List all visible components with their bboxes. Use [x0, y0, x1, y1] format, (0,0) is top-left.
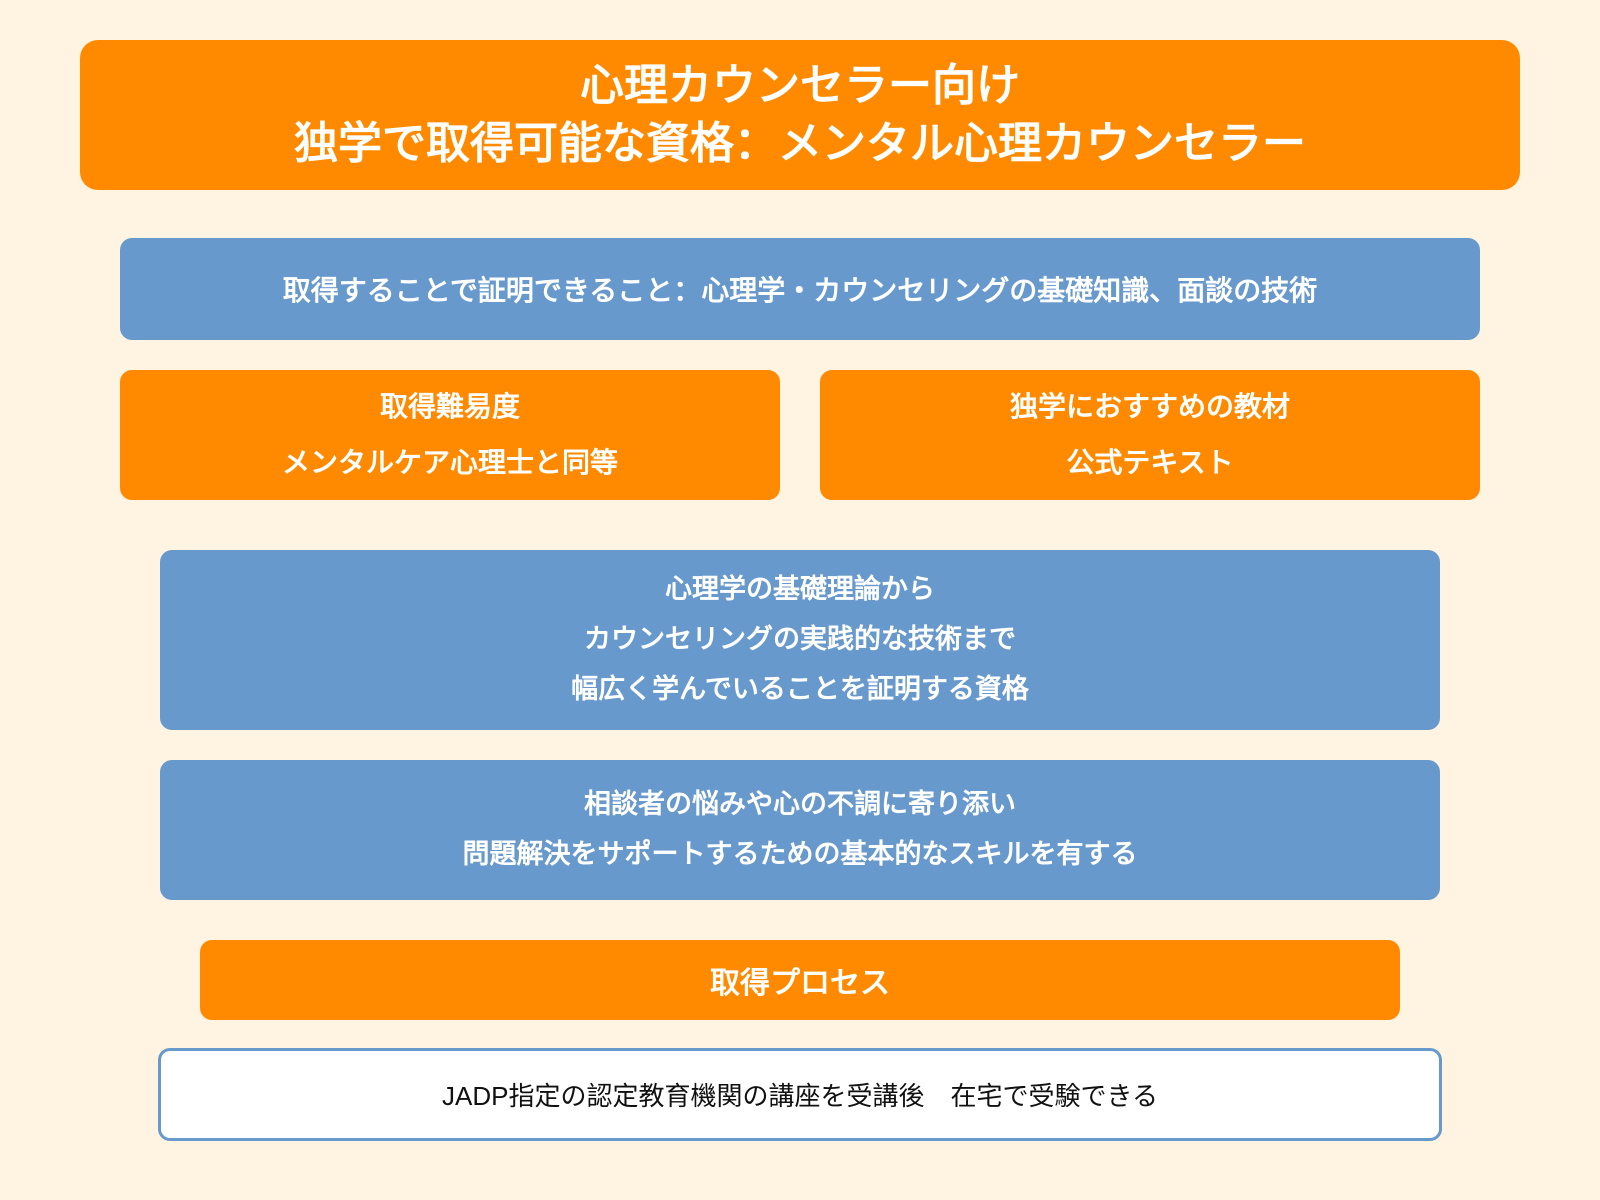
proof-box: 取得することで証明できること：心理学・カウンセリングの基礎知識、面談の技術 — [120, 238, 1480, 340]
process-title: 取得プロセス — [710, 966, 890, 1001]
difficulty-value: メンタルケア心理士と同等 — [281, 446, 618, 479]
process-detail-box: JADP指定の認定教育機関の講座を受講後 在宅で受験できる — [158, 1048, 1442, 1141]
description-2-line: 相談者の悩みや心の不調に寄り添い — [584, 789, 1016, 820]
process-detail-text: JADP指定の認定教育機関の講座を受講後 在宅で受験できる — [442, 1081, 1158, 1111]
proof-text: 取得することで証明できること：心理学・カウンセリングの基礎知識、面談の技術 — [282, 274, 1318, 307]
materials-title: 独学におすすめの教材 — [1009, 390, 1290, 423]
materials-value: 公式テキスト — [1066, 446, 1234, 479]
description-1-line: カウンセリングの実践的な技術まで — [584, 624, 1016, 655]
description-1-line: 心理学の基礎理論から — [665, 574, 935, 605]
description-box-2: 相談者の悩みや心の不調に寄り添い 問題解決をサポートするための基本的なスキルを有… — [160, 760, 1440, 900]
difficulty-title: 取得難易度 — [379, 390, 520, 423]
header-title-line1: 心理カウンセラー向け — [580, 60, 1020, 111]
materials-box: 独学におすすめの教材 公式テキスト — [820, 370, 1480, 500]
header-title-line2: 独学で取得可能な資格：メンタル心理カウンセラー — [294, 118, 1306, 169]
difficulty-box: 取得難易度 メンタルケア心理士と同等 — [120, 370, 780, 500]
process-title-box: 取得プロセス — [200, 940, 1400, 1020]
description-box-1: 心理学の基礎理論から カウンセリングの実践的な技術まで 幅広く学んでいることを証… — [160, 550, 1440, 730]
header-banner: 心理カウンセラー向け 独学で取得可能な資格：メンタル心理カウンセラー — [80, 40, 1520, 190]
description-1-line: 幅広く学んでいることを証明する資格 — [571, 674, 1029, 705]
description-2-line: 問題解決をサポートするための基本的なスキルを有する — [462, 839, 1138, 870]
